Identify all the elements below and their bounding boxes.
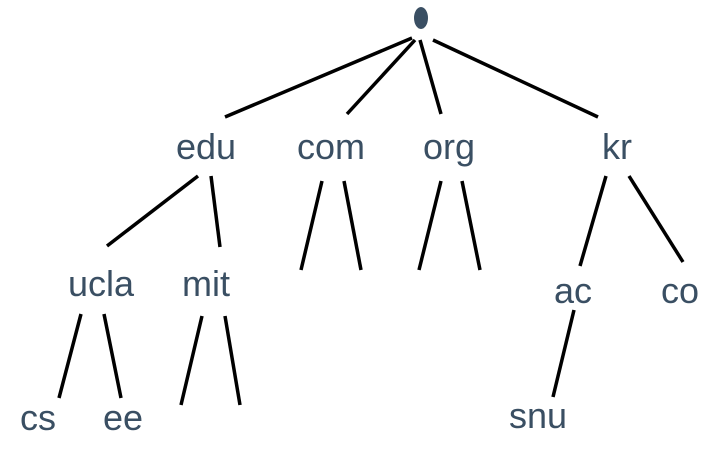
edge-org-left-stub <box>417 180 443 271</box>
edge-kr-co <box>627 175 685 263</box>
node-labels: edu com org kr ucla mit ac co cs ee snu <box>20 126 699 438</box>
node-org: org <box>423 126 475 167</box>
edge-com-left-stub <box>299 180 324 271</box>
edge-root-com <box>345 38 417 116</box>
node-ac: ac <box>554 270 592 311</box>
edge-edu-ucla <box>105 174 200 248</box>
edge-mit-left-stub <box>179 315 204 406</box>
edge-com-right-stub <box>342 180 363 271</box>
node-cs: cs <box>20 397 56 438</box>
node-edu: edu <box>176 126 236 167</box>
node-ucla: ucla <box>68 263 135 304</box>
edge-edu-mit <box>209 175 222 248</box>
level-two-edges <box>105 174 685 271</box>
root-node-dot <box>414 7 428 29</box>
edge-mit-right-stub <box>223 315 242 406</box>
edge-ucla-ee <box>102 313 123 399</box>
node-com: com <box>297 126 365 167</box>
edge-root-edu <box>224 36 413 119</box>
edge-ac-snu <box>551 309 576 398</box>
node-snu: snu <box>509 395 567 436</box>
node-kr: kr <box>602 126 632 167</box>
root-edges <box>224 36 599 119</box>
edge-root-kr <box>432 38 599 119</box>
edge-ucla-cs <box>57 313 83 399</box>
edge-org-right-stub <box>460 180 482 271</box>
level-three-edges <box>57 309 576 406</box>
edge-kr-ac <box>578 175 608 267</box>
node-mit: mit <box>182 263 230 304</box>
node-ee: ee <box>103 397 143 438</box>
edge-root-org <box>418 39 443 115</box>
node-co: co <box>661 270 699 311</box>
